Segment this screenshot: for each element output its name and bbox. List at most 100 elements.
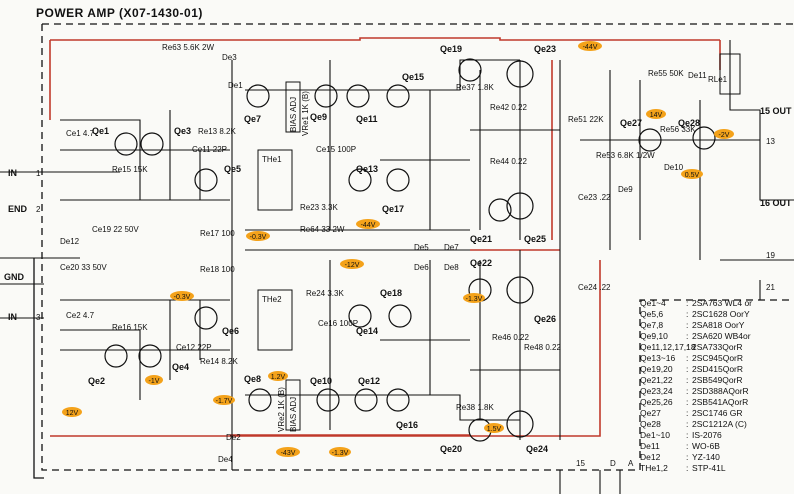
legend-designator: THe1,2 xyxy=(640,463,668,473)
label-re55: Re55 50K xyxy=(648,69,684,78)
part-labels: Re63 5.6K 2W Re64 33 2W Ce19 22 50V De12… xyxy=(60,43,728,464)
legend-row: Qe21,22:2SB549QorR xyxy=(640,375,790,386)
legend-row: Qe25,26:2SB541AQorR xyxy=(640,397,790,408)
label-ce24: Ce24 .22 xyxy=(578,283,611,292)
voltage-value: 1.5V xyxy=(487,426,502,433)
label-de6: De6 xyxy=(414,263,429,272)
voltage-badge xyxy=(276,447,300,457)
label-ce20: Ce20 33 50V xyxy=(60,263,107,272)
label-de12: De12 xyxy=(60,237,80,246)
legend-row: De12:YZ-140 xyxy=(640,452,790,463)
legend-row: Qe11,12,17,18:2SA733QorR xyxy=(640,342,790,353)
legend-designator: Qe13~16 xyxy=(640,353,676,363)
label-de7: De7 xyxy=(444,243,459,252)
voltage-value: 12V xyxy=(66,410,79,417)
label-vr-2: VRe2 1K (B) xyxy=(277,387,286,432)
label-bias-adj-1: BIAS ADJ xyxy=(289,97,298,132)
label-re42: Re42 0.22 xyxy=(490,103,527,112)
voltage-badge xyxy=(646,109,666,119)
voltage-badge xyxy=(714,129,734,139)
label-de11: De11 xyxy=(688,71,707,80)
voltage-value: -0.3V xyxy=(250,234,267,241)
label-ce12: Ce12 22P xyxy=(176,343,212,352)
label-qe10: Qe10 xyxy=(310,376,332,386)
legend-designator: Qe19,20 xyxy=(640,364,673,374)
label-qe27: Qe27 xyxy=(620,118,642,128)
terminals: IN END GND IN 15 OUT 16 OUT 1 2 3 13 19 … xyxy=(4,106,792,468)
legend-designator: De11 xyxy=(640,441,660,451)
label-de1: De1 xyxy=(228,81,243,90)
legend-row: THe1,2:STP-41L xyxy=(640,463,790,474)
legend-part: 2SA818 OorY xyxy=(692,320,745,330)
legend-part: STP-41L xyxy=(692,463,726,473)
label-bias-adj-2: BIAS ADJ xyxy=(289,397,298,432)
label-qe3: Qe3 xyxy=(174,126,191,136)
voltage-value: 0.5V xyxy=(685,172,700,179)
label-the1: THe1 xyxy=(262,155,282,164)
label-qe13: Qe13 xyxy=(356,164,378,174)
legend-designator: Qe21,22 xyxy=(640,375,673,385)
label-ce16: Ce16 100P xyxy=(318,319,358,328)
label-qe7: Qe7 xyxy=(244,114,261,124)
legend-row: De11:WO-6B xyxy=(640,441,790,452)
label-qe26: Qe26 xyxy=(534,314,556,324)
label-qe22: Qe22 xyxy=(470,258,492,268)
legend-row: Qe27:2SC1746 GR xyxy=(640,408,790,419)
voltage-badge xyxy=(329,447,351,457)
legend-part: 2SD415QorR xyxy=(692,364,744,374)
legend-part: 2SA733QorR xyxy=(692,342,743,352)
legend-row: Qe19,20:2SD415QorR xyxy=(640,364,790,375)
voltage-badge xyxy=(268,371,288,381)
voltage-badge xyxy=(484,423,504,433)
voltage-value: -1.3V xyxy=(332,450,349,457)
voltage-value: -43V xyxy=(281,450,296,457)
label-qe2: Qe2 xyxy=(88,376,105,386)
label-re63: Re63 5.6K 2W xyxy=(162,43,214,52)
legend-part: 2SC945QorR xyxy=(692,353,744,363)
legend-row: Qe5,6:2SC1628 OorY xyxy=(640,309,790,320)
pin-19: 19 xyxy=(766,251,775,260)
voltage-value: -1V xyxy=(149,378,160,385)
legend-row: Qe23,24:2SD388AQorR xyxy=(640,386,790,397)
label-qe6: Qe6 xyxy=(222,326,239,336)
label-re48: Re48 0.22 xyxy=(524,343,561,352)
label-de4: De4 xyxy=(218,455,233,464)
legend-row: Qe1~4:2SA763 WL4 or xyxy=(640,298,790,309)
schematic-title: POWER AMP (X07-1430-01) xyxy=(36,6,203,20)
label-re18: Re18 100 xyxy=(200,265,235,274)
label-qe28: Qe28 xyxy=(678,118,700,128)
label-re15: Re15 15K xyxy=(112,165,148,174)
label-qe1: Qe1 xyxy=(92,126,109,136)
bias-boxes xyxy=(257,53,741,431)
label-re46: Re46 0.22 xyxy=(492,333,529,342)
legend-designator: Qe27 xyxy=(640,408,661,418)
legend-part: WO-6B xyxy=(692,441,720,451)
terminal-sp-end: 16 OUT xyxy=(760,198,792,208)
voltage-value: 1.2V xyxy=(271,374,286,381)
label-qe18: Qe18 xyxy=(380,288,402,298)
voltage-badge xyxy=(681,169,703,179)
label-re17: Re17 100 xyxy=(200,229,235,238)
wiring xyxy=(0,40,794,494)
legend-designator: Qe28 xyxy=(640,419,661,429)
legend-part: 2SA620 WB4or xyxy=(692,331,751,341)
label-qe9: Qe9 xyxy=(310,112,327,122)
terminal-end: END xyxy=(8,204,28,214)
label-qe25: Qe25 xyxy=(524,234,546,244)
label-re37: Re37 1.8K xyxy=(456,83,494,92)
terminal-sp-out: 15 OUT xyxy=(760,106,792,116)
label-ce11: Ce11 22P xyxy=(192,145,227,154)
legend-designator: Qe25,26 xyxy=(640,397,673,407)
pin-2: 2 xyxy=(36,205,41,214)
legend-part: YZ-140 xyxy=(692,452,720,462)
voltage-value: 14V xyxy=(650,112,663,119)
legend-designator: Qe5,6 xyxy=(640,309,664,319)
board-outline xyxy=(33,23,794,479)
legend-part: 2SC1628 OorY xyxy=(692,309,750,319)
label-re53: Re53 6.8K 1/2W xyxy=(596,151,655,160)
voltage-badge xyxy=(356,219,380,229)
parts-legend: Qe1~4:2SA763 WL4 or Qe5,6:2SC1628 OorY Q… xyxy=(640,298,790,474)
legend-part: 2SC1212A (C) xyxy=(692,419,747,429)
terminal-in2: IN xyxy=(8,312,17,322)
label-qe17: Qe17 xyxy=(382,204,404,214)
